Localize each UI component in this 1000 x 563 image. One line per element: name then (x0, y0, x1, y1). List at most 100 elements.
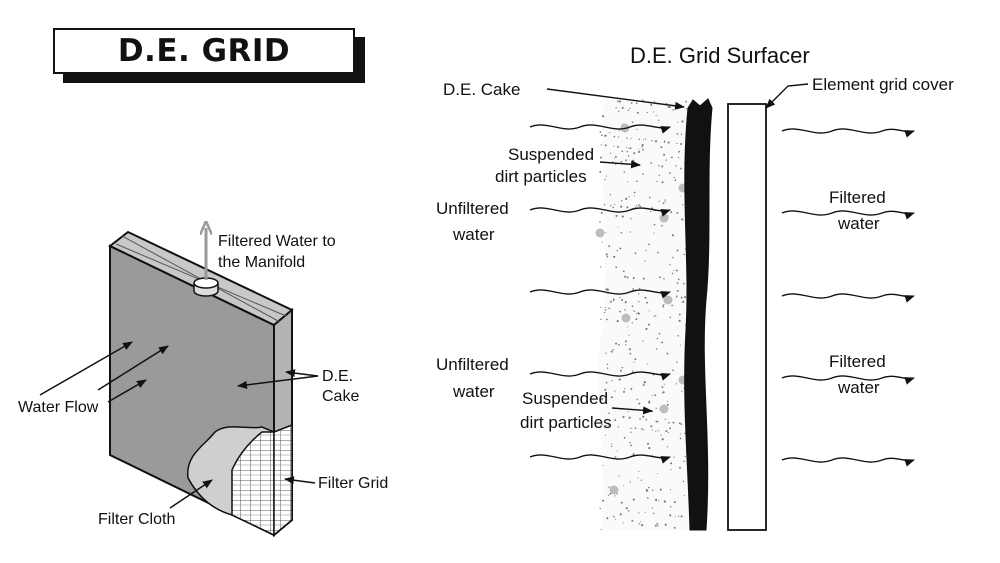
suspended-2-arrow (611, 406, 653, 415)
de-stipple-dot (605, 352, 607, 354)
label-de-cake-right: D.E. Cake (443, 80, 520, 99)
de-stipple-dot (670, 211, 673, 214)
de-stipple-dot (604, 388, 607, 391)
label-suspended-2-line1: Suspended (522, 389, 608, 408)
de-stipple-dot (604, 134, 607, 137)
de-stipple-dot (622, 484, 624, 486)
de-stipple-dot (669, 489, 672, 491)
de-stipple-dot (642, 429, 645, 431)
de-stipple-dot (642, 99, 644, 101)
de-stipple-dot (623, 390, 625, 393)
dirt-particle (595, 228, 605, 238)
de-stipple-dot (636, 180, 638, 183)
de-stipple-dot (663, 383, 665, 385)
de-stipple-dot (651, 394, 653, 396)
de-stipple-dot (626, 137, 628, 139)
de-cake-arrow-side (285, 369, 319, 378)
de-stipple-dot (617, 136, 620, 138)
de-stipple-dot (677, 156, 680, 159)
de-stipple-dot (636, 128, 638, 131)
de-stipple-dot (607, 494, 610, 496)
de-stipple-dot (679, 466, 681, 469)
de-stipple-dot (620, 231, 623, 234)
de-stipple-dot (675, 295, 678, 298)
de-stipple-dot (626, 276, 629, 279)
de-stipple-dot (619, 513, 622, 516)
de-stipple-dot (658, 332, 661, 335)
de-stipple-dot (614, 155, 617, 158)
de-stipple-dot (679, 344, 681, 346)
de-stipple-dot (666, 400, 668, 402)
flow-arrow-right-1 (781, 128, 915, 138)
element-grid-cover-arrow (765, 83, 809, 109)
filtered-flow-arrows (781, 128, 915, 467)
de-stipple-dot (638, 402, 641, 405)
de-stipple-dot (669, 514, 672, 517)
de-stipple-dot (685, 100, 687, 103)
de-stipple-dot (655, 348, 658, 350)
de-stipple-dot (644, 296, 647, 299)
de-stipple-dot (664, 199, 666, 201)
de-stipple-dot (658, 200, 660, 202)
de-stipple-dot (628, 147, 630, 150)
de-stipple-dot (655, 430, 657, 432)
dirt-particle (659, 404, 669, 414)
de-stipple-dot (677, 515, 680, 517)
de-stipple-dot (619, 247, 622, 250)
de-stipple-dot (662, 391, 665, 394)
de-stipple-dot (642, 383, 644, 385)
de-stipple-dot (645, 249, 647, 252)
de-stipple-dot (611, 443, 613, 445)
de-stipple-dot (655, 407, 657, 409)
de-stipple-dot (612, 299, 615, 301)
de-stipple-dot (633, 310, 635, 312)
de-stipple-dot (681, 390, 683, 392)
de-stipple-dot (604, 309, 607, 311)
de-stipple-dot (638, 204, 640, 206)
de-stipple-dot (630, 444, 632, 447)
de-stipple-dot (610, 350, 613, 353)
de-stipple-dot (663, 140, 666, 142)
de-stipple-dot (600, 528, 602, 530)
de-stipple-dot (638, 301, 640, 303)
de-stipple-dot (606, 255, 609, 258)
de-stipple-dot (651, 489, 654, 492)
de-stipple-dot (601, 398, 604, 400)
de-stipple-dot (599, 507, 601, 510)
de-stipple-dot (634, 427, 637, 430)
de-stipple-dot (672, 369, 674, 372)
filter-grid-side (273, 423, 293, 537)
de-stipple-dot (678, 150, 680, 153)
filter-cloth-arrow (169, 479, 213, 509)
de-stipple-dot (614, 158, 615, 160)
de-stipple-dot (619, 296, 621, 299)
de-stipple-dot (620, 200, 623, 202)
de-stipple-dot (610, 445, 613, 448)
de-stipple-dot (657, 251, 659, 254)
flow-arrow-right-3 (781, 293, 915, 303)
de-stipple-dot (666, 403, 669, 406)
de-stipple-dot (627, 155, 630, 157)
de-stipple-dot (657, 430, 660, 432)
de-stipple-dot (626, 206, 629, 209)
de-stipple-dot (614, 456, 617, 458)
de-stipple-dot (628, 416, 631, 419)
de-stipple-dot (659, 276, 661, 279)
de-stipple-dot (656, 522, 659, 525)
flow-arrow-right-5 (781, 457, 915, 467)
de-stipple-dot (618, 343, 620, 346)
de-stipple-dot (627, 326, 629, 328)
de-stipple-dot (605, 381, 608, 384)
de-stipple-dot (620, 501, 623, 504)
flow-arrow-left-2 (529, 207, 671, 217)
de-stipple-dot (620, 160, 623, 163)
label-filtered-1-line2: water (837, 214, 880, 233)
de-stipple-dot (655, 115, 657, 117)
label-unfiltered-2-line1: Unfiltered (436, 355, 509, 374)
label-unfiltered-2-line2: water (452, 382, 495, 401)
water-flow-arrow-3 (107, 379, 147, 403)
de-stipple-dot (638, 293, 640, 295)
de-stipple-dot (661, 341, 664, 344)
de-stipple-dot (604, 144, 607, 147)
de-stipple-dot (656, 180, 658, 183)
